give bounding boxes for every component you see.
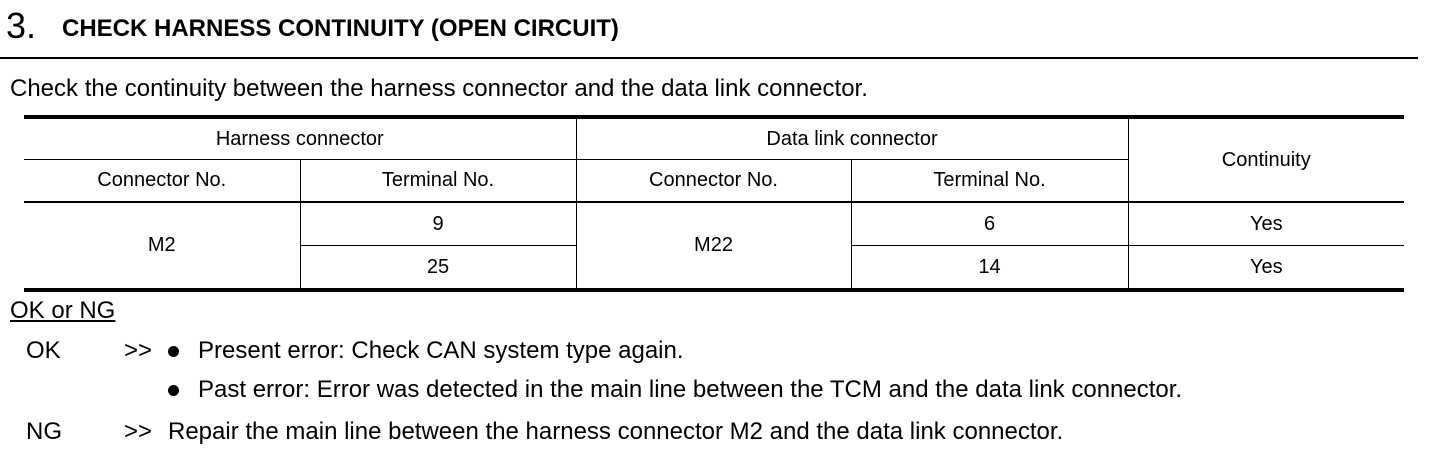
harness-terminal-cell: 25 bbox=[299, 245, 576, 292]
table-sub-header-row: Connector No. Terminal No. Connector No.… bbox=[24, 159, 1404, 203]
ok-or-ng-heading: OK or NG bbox=[10, 297, 116, 324]
table-row: M2 9 M22 6 Yes bbox=[24, 202, 1405, 292]
ng-arrow: >> bbox=[124, 418, 153, 445]
ng-code: NG bbox=[26, 418, 62, 445]
header-rule bbox=[0, 57, 1418, 59]
harness-connector-header: Harness connector bbox=[24, 115, 576, 160]
continuity-header: Continuity bbox=[1127, 115, 1405, 203]
bullet-icon bbox=[168, 385, 179, 396]
dlc-connector-no-header: Connector No. bbox=[575, 159, 851, 203]
table-row: 25 14 Yes bbox=[24, 245, 1405, 292]
bullet-icon bbox=[168, 346, 179, 357]
ng-repair-text: Repair the main line between the harness… bbox=[168, 418, 1064, 445]
ok-result-row: OK >> Present error: Check CAN system ty… bbox=[0, 336, 1440, 366]
continuity-table: Harness connector Data link connector Co… bbox=[24, 115, 1405, 292]
dlc-terminal-cell: 6 bbox=[850, 202, 1129, 246]
ok-result-row-2: Past error: Error was detected in the ma… bbox=[0, 375, 1440, 405]
ok-arrow: >> bbox=[124, 337, 153, 364]
continuity-cell: Yes bbox=[1127, 245, 1405, 292]
ok-code: OK bbox=[26, 337, 61, 364]
table-group-header-row: Harness connector Data link connector Co… bbox=[24, 115, 1405, 203]
dlc-terminal-cell: 14 bbox=[850, 245, 1129, 292]
ng-result-row: NG >> Repair the main line between the h… bbox=[0, 417, 1440, 447]
harness-terminal-no-header: Terminal No. bbox=[299, 159, 576, 203]
data-link-connector-header: Data link connector bbox=[575, 115, 1129, 160]
harness-connector-cell: M2 bbox=[24, 202, 300, 292]
dlc-connector-cell: M22 bbox=[575, 202, 851, 292]
intro-text: Check the continuity between the harness… bbox=[10, 75, 868, 102]
ok-bullet-present-error: Present error: Check CAN system type aga… bbox=[198, 337, 684, 364]
dlc-terminal-no-header: Terminal No. bbox=[850, 159, 1129, 203]
harness-connector-no-header: Connector No. bbox=[24, 159, 300, 203]
ok-bullet-past-error: Past error: Error was detected in the ma… bbox=[198, 376, 1183, 403]
harness-terminal-cell: 9 bbox=[299, 202, 576, 246]
step-title: CHECK HARNESS CONTINUITY (OPEN CIRCUIT) bbox=[62, 15, 619, 42]
step-number: 3. bbox=[6, 5, 37, 46]
continuity-cell: Yes bbox=[1127, 202, 1405, 246]
